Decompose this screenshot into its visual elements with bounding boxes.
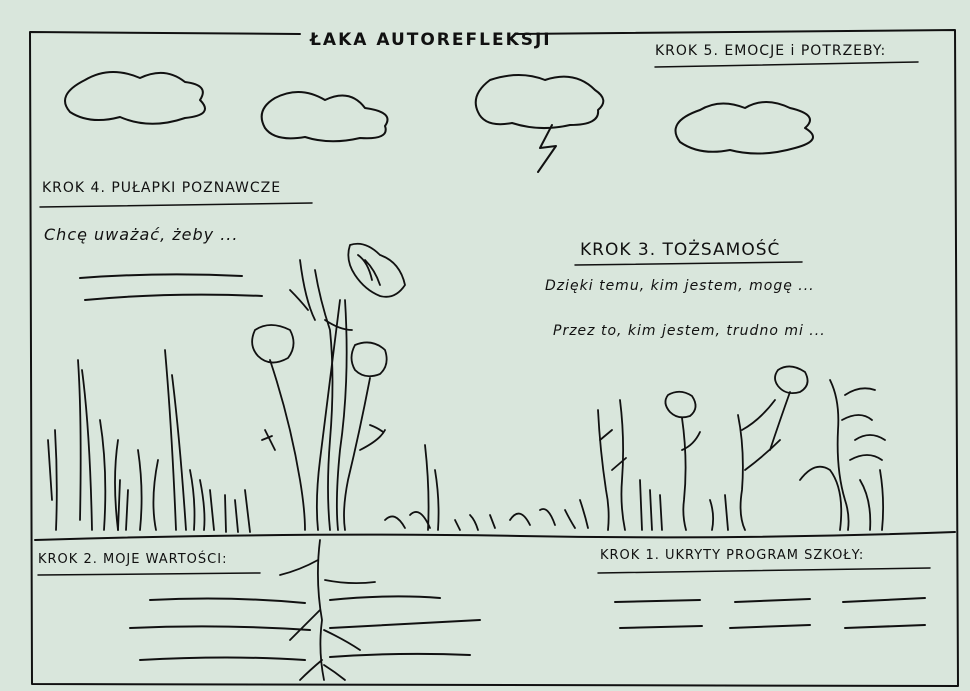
ground-line (35, 532, 955, 540)
answer-line (330, 654, 470, 657)
grass-icon (385, 445, 588, 530)
cloud-icon (262, 92, 388, 141)
flower-icon (252, 244, 405, 530)
storm-cloud-icon (476, 75, 604, 128)
answer-line (615, 598, 925, 602)
step4-underline (40, 203, 312, 207)
step3-prompt-2: Przez to, kim jestem, trudno mi ... (553, 323, 826, 339)
step4-heading: KROK 4. PUŁAPKI POZNAWCZE (42, 180, 281, 196)
grass-icon (48, 350, 250, 532)
step4-prompt: Chcę uważać, żeby ... (44, 225, 238, 244)
answer-line (130, 626, 310, 630)
step1-heading: KROK 1. UKRYTY PROGRAM SZKOŁY: (600, 548, 864, 563)
answer-line (330, 620, 480, 628)
grass-icon (598, 400, 780, 530)
step3-prompt-1: Dzięki temu, kim jestem, mogę ... (545, 278, 815, 294)
cloud-icon (676, 102, 814, 154)
answer-line (150, 599, 305, 603)
answer-line (620, 625, 925, 628)
lightning-icon (538, 125, 556, 172)
step2-underline (38, 573, 260, 575)
step3-underline (575, 262, 802, 265)
answer-line (140, 658, 305, 661)
step5-underline (655, 62, 918, 67)
cloud-icon (65, 72, 205, 124)
step2-heading: KROK 2. MOJE WARTOŚCI: (38, 552, 227, 567)
page-title: ŁAKA AUTOREFLEKSJI (310, 30, 552, 50)
answer-line (80, 274, 242, 278)
answer-line (330, 596, 440, 600)
step3-heading: KROK 3. TOŻSAMOŚĆ (580, 240, 780, 260)
step5-heading: KROK 5. EMOCJE i POTRZEBY: (655, 43, 886, 59)
flower-icon (665, 366, 885, 530)
page-frame (30, 30, 958, 686)
step1-underline (598, 568, 930, 573)
answer-line (85, 295, 262, 300)
